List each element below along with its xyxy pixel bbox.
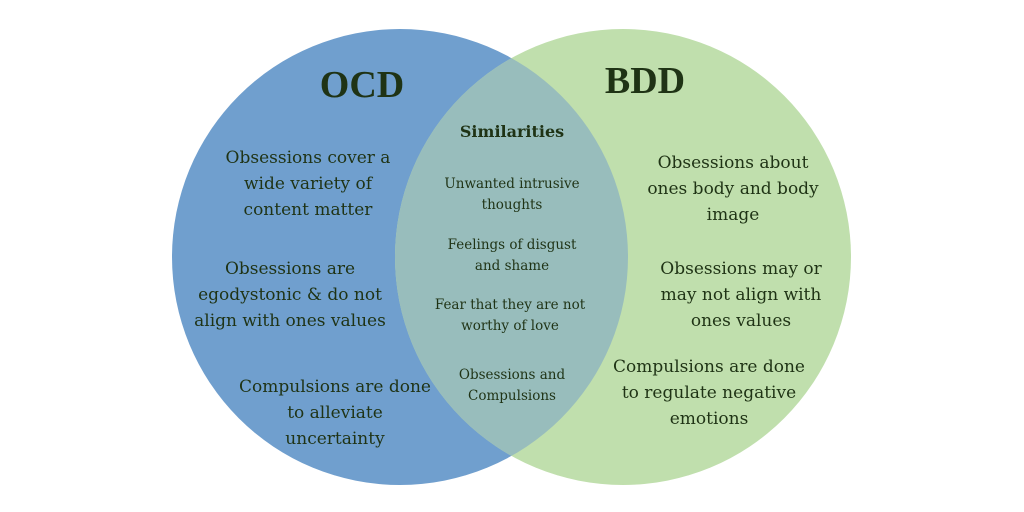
overlap-region	[395, 29, 628, 485]
bdd-item: Obsessions about ones body and body imag…	[647, 153, 819, 225]
bdd-item: Compulsions are done to regulate negativ…	[613, 357, 805, 429]
ocd-item: Compulsions are done to alleviate uncert…	[239, 377, 431, 449]
similarity-item: Fear that they are not worthy of love	[434, 297, 586, 334]
similarity-item: Unwanted intrusive thoughts	[444, 176, 580, 213]
bdd-item: Obsessions may or may not align with one…	[660, 259, 822, 331]
similarity-item: Feelings of disgust and shame	[447, 237, 577, 274]
ocd-item: Obsessions are egodystonic & do not alig…	[194, 259, 386, 331]
similarities-title: Similarities	[459, 122, 565, 141]
ocd-item: Obsessions cover a wide variety of conte…	[225, 148, 391, 220]
similarity-item: Obsessions and Compulsions	[458, 367, 566, 404]
ocd-title: OCD	[319, 64, 405, 106]
bdd-title: BDD	[604, 60, 686, 102]
